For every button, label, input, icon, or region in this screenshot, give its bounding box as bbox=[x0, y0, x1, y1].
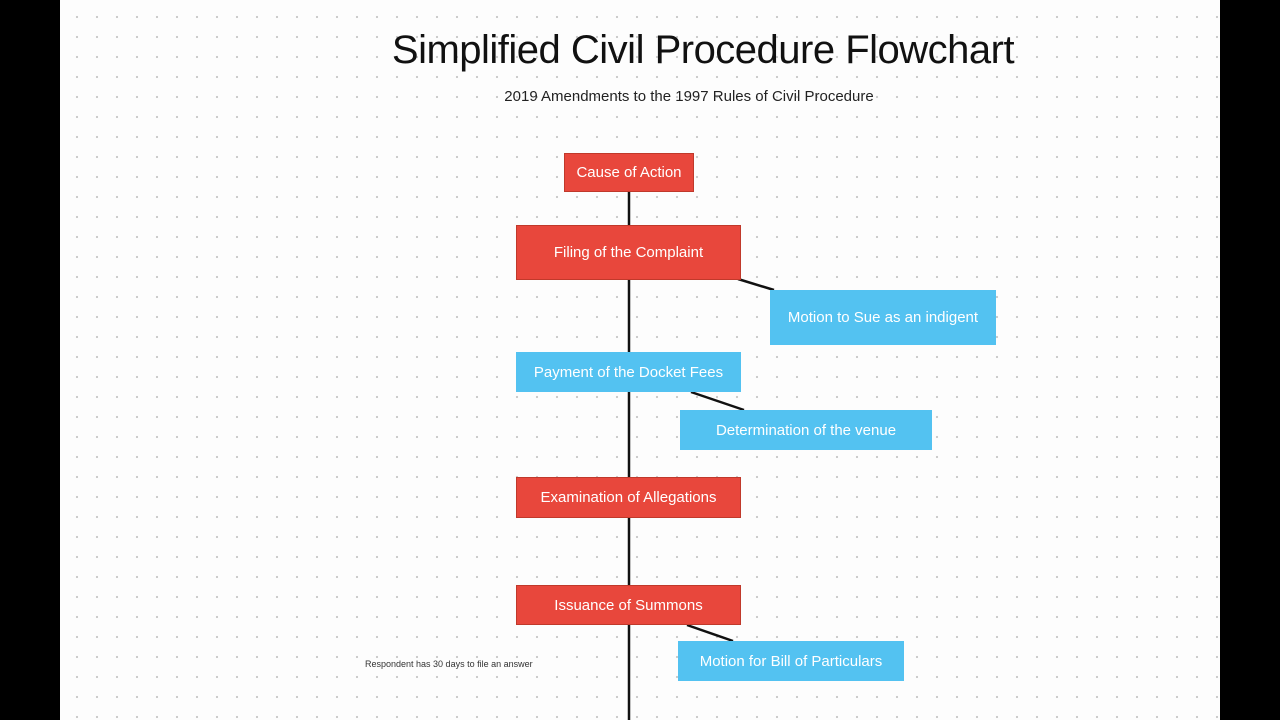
page-subtitle: 2019 Amendments to the 1997 Rules of Civ… bbox=[504, 88, 874, 105]
connector-summons-bill bbox=[686, 623, 734, 643]
node-filing-of-complaint[interactable]: Filing of the Complaint bbox=[516, 225, 741, 280]
node-examination-allegations[interactable]: Examination of Allegations bbox=[516, 477, 741, 518]
connector-complaint-indigent bbox=[737, 277, 775, 292]
node-motion-bill-particulars[interactable]: Motion for Bill of Particulars bbox=[678, 641, 904, 681]
node-issuance-summons[interactable]: Issuance of Summons bbox=[516, 585, 741, 625]
node-cause-of-action[interactable]: Cause of Action bbox=[564, 153, 694, 192]
answer-deadline-note: Respondent has 30 days to file an answer bbox=[365, 659, 533, 669]
flowchart-canvas: Simplified Civil Procedure Flowchart 201… bbox=[60, 0, 1220, 720]
node-motion-to-sue-indigent[interactable]: Motion to Sue as an indigent bbox=[770, 290, 996, 345]
connector-docket-venue bbox=[690, 390, 745, 412]
page-title: Simplified Civil Procedure Flowchart bbox=[391, 28, 1015, 72]
node-determination-venue[interactable]: Determination of the venue bbox=[680, 410, 932, 450]
node-payment-docket-fees[interactable]: Payment of the Docket Fees bbox=[516, 352, 741, 392]
